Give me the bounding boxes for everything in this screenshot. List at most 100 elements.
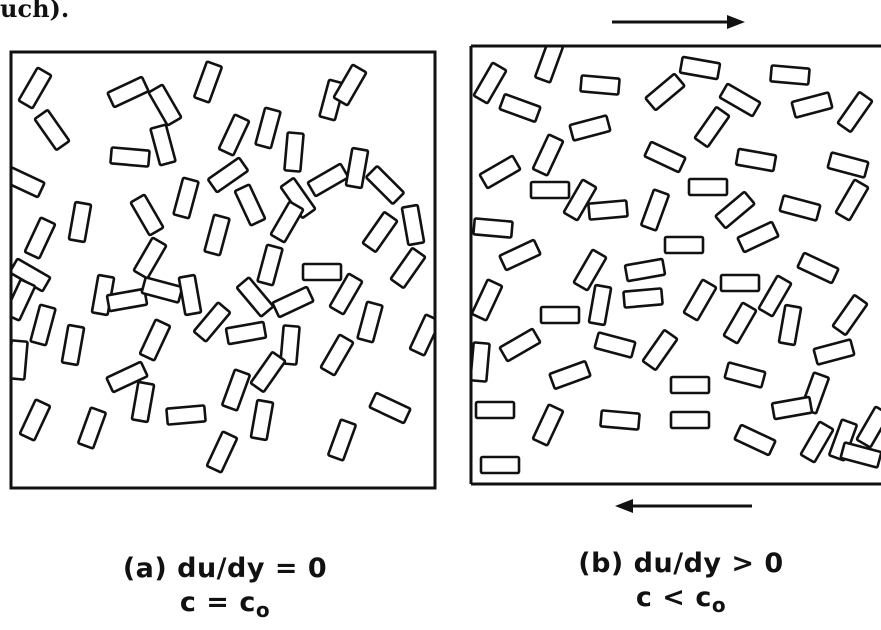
particle-rod <box>579 74 621 96</box>
particle-rod <box>471 278 504 322</box>
particle-rod <box>562 178 598 222</box>
particle-rod <box>531 403 565 447</box>
particle-rod <box>769 64 811 86</box>
panel-a-caption: (a) du/dy = 0 c = co <box>95 552 355 623</box>
particle-rod <box>172 176 200 220</box>
particle-rod <box>217 113 251 157</box>
particle-rod <box>568 114 612 142</box>
particle-rod <box>643 140 687 174</box>
particle-rod <box>826 151 870 179</box>
particle-rod <box>105 360 149 394</box>
particle-rod <box>301 262 343 282</box>
particle-rod <box>344 146 370 190</box>
particle-rod <box>733 423 777 457</box>
particle-rod <box>529 180 571 200</box>
particle-rod <box>332 63 368 107</box>
panel-a-particles <box>11 60 435 474</box>
cropped-text-fragment: uch). <box>0 0 70 23</box>
particle-rod <box>33 109 71 151</box>
particle-rod <box>472 217 514 239</box>
particle-rod <box>641 329 679 371</box>
particle-rod <box>682 278 718 322</box>
particle-rod <box>736 220 780 254</box>
particle-rod <box>129 193 165 237</box>
particle-rod <box>498 238 542 272</box>
panel-a <box>9 50 437 490</box>
particle-rod <box>328 272 364 316</box>
particle-rod <box>593 331 637 359</box>
panel-b-caption: (b) du/dy > 0 c < co <box>546 547 816 618</box>
particle-rod <box>839 441 881 469</box>
particle-rod <box>67 200 93 244</box>
particle-rod <box>734 147 778 173</box>
particle-rod <box>306 162 350 198</box>
particle-rod <box>17 66 53 110</box>
particle-rod <box>572 248 608 292</box>
particle-rod <box>796 251 840 285</box>
particle-rod <box>714 190 756 230</box>
particle-rod <box>203 213 231 257</box>
particle-rod <box>356 300 384 344</box>
particle-rod <box>719 273 761 293</box>
particle-rod <box>834 178 870 222</box>
particle-rod <box>471 341 491 383</box>
particle-rod <box>193 60 223 104</box>
particle-rod <box>474 400 516 420</box>
particle-rod <box>11 339 29 381</box>
particle-rod <box>283 131 305 173</box>
shear-arrow-top <box>612 15 745 29</box>
particle-rod <box>599 409 641 431</box>
particle-rod <box>365 165 405 205</box>
particle-rod <box>235 276 275 318</box>
particle-rod <box>408 313 435 357</box>
particle-rod <box>669 375 711 395</box>
particle-rod <box>693 106 731 148</box>
particle-rod <box>368 391 412 425</box>
shear-arrow-bottom <box>615 499 752 513</box>
particle-rod <box>644 72 686 112</box>
particle-rod <box>279 324 301 366</box>
particle-rod <box>23 216 57 260</box>
particle-rod <box>678 55 722 81</box>
particle-rod <box>11 165 46 199</box>
particle-rod <box>205 430 239 474</box>
panel-a-caption-line2: c = co <box>179 586 271 622</box>
particle-rod <box>109 146 151 168</box>
particle-rod <box>640 188 670 232</box>
particle-rod <box>718 82 762 118</box>
particle-rod <box>319 333 355 377</box>
particle-rod <box>534 46 564 84</box>
particle-rod <box>233 183 267 227</box>
particle-rod <box>77 406 107 450</box>
particle-rod <box>147 83 183 127</box>
particle-rod <box>192 301 232 343</box>
particle-rod <box>478 154 522 190</box>
particle-rod <box>587 283 613 327</box>
particle-rod <box>663 235 705 255</box>
particle-rod <box>130 380 156 424</box>
particle-rod <box>531 133 565 177</box>
particle-rod <box>224 320 268 346</box>
particle-rod <box>623 257 667 283</box>
particle-rod <box>770 395 814 421</box>
particle-rod <box>29 303 57 347</box>
panel-b <box>469 44 881 486</box>
particle-rod <box>177 273 203 317</box>
particle-rod <box>254 106 282 150</box>
particle-rod <box>361 211 399 253</box>
particle-rod <box>831 294 869 336</box>
particle-rod <box>165 404 207 426</box>
particle-rod <box>271 285 315 319</box>
panel-b-caption-line1: (b) du/dy > 0 <box>578 548 784 579</box>
particle-rod <box>132 236 168 280</box>
particle-rod <box>855 405 881 449</box>
particle-rod <box>400 203 426 247</box>
particle-rod <box>777 303 803 347</box>
particle-rod <box>687 177 729 197</box>
particle-rod <box>539 305 581 325</box>
particle-rod <box>207 156 249 194</box>
particle-rod <box>498 327 542 363</box>
panel-b-caption-line2: c < co <box>635 581 727 617</box>
particle-rod <box>799 420 835 464</box>
